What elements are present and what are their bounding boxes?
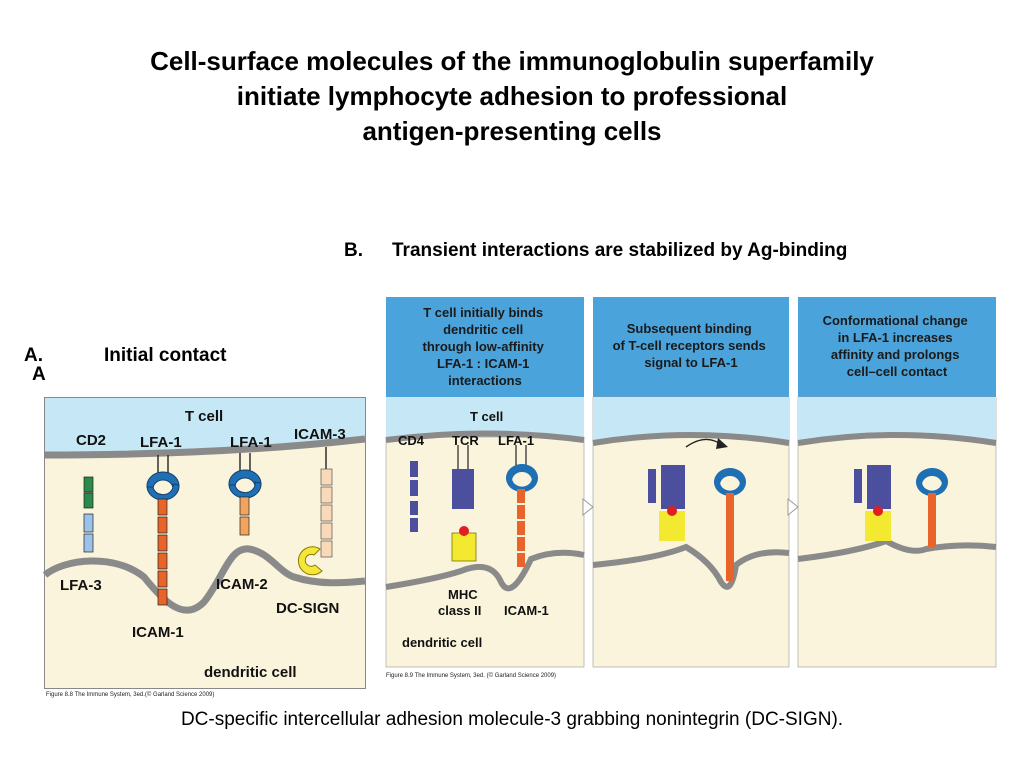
mhc-label-2: class II [438,603,481,618]
panel3-body [797,396,997,668]
cd2-label: CD2 [76,432,106,449]
panel2-body [592,396,790,668]
tcell-membrane-a [44,435,366,459]
icam3-label: ICAM-3 [294,426,346,443]
panel2-header [593,297,789,397]
lfa1-molecule-p2 [713,467,747,581]
figure-a-credit: Figure 8.8 The Immune System, 3ed.(© Gar… [46,691,214,698]
lfa1-molecule-right [228,453,262,499]
tcr-molecule-p1 [452,445,474,509]
panel2-header-text: Subsequent binding of T-cell receptors s… [613,321,770,370]
lfa1-label-b: LFA-1 [230,434,272,451]
transition-arrow-2 [787,497,799,517]
dendritic-label-a: dendritic cell [204,664,297,681]
panel3-header-line-3: affinity and prolongs [831,347,960,362]
figure-b-credit: Figure 8.9 The Immune System, 3ed. (© Ga… [386,672,556,679]
tcell-label-b: T cell [470,409,503,424]
panel3-header-text: Conformational change in LFA-1 increases… [823,313,972,379]
section-a-stray-letter: A [32,364,46,385]
lfa3-molecule [83,513,94,553]
panel2-header-line-2: of T-cell receptors sends [613,338,766,353]
panel1-header-line-1: T cell initially binds [423,305,543,320]
panel1-header-line-3: through low-affinity [423,339,545,354]
cd4-molecule-p1 [410,461,418,532]
figure-a-initial-contact: T cell CD2 LFA-1 LFA-1 ICAM-3 LFA-3 ICAM… [42,397,366,698]
dendritic-label-b: dendritic cell [402,635,482,650]
cd4-label: CD4 [398,433,425,448]
tcell-label-a: T cell [185,408,223,425]
mhc-label-1: MHC [448,587,478,602]
section-a-text: Initial contact [104,345,227,366]
title-line-2: initiate lymphocyte adhesion to professi… [236,81,788,111]
panel1-header [386,297,584,397]
tcell-region-a [45,398,365,457]
section-b-heading: B. Transient interactions are stabilized … [344,240,847,262]
dcsign-label: DC-SIGN [276,600,339,617]
panel3-header-line-4: cell–cell contact [847,364,948,379]
lfa1-molecule-p1 [505,445,539,493]
lfa1-molecule-left [146,455,180,501]
panel1-header-line-5: interactions [448,373,522,388]
panel1-header-line-4: LFA-1 : ICAM-1 [437,356,529,371]
section-b-text: Transient interactions are stabilized by… [392,240,848,261]
icam1-label-a: ICAM-1 [132,624,184,641]
icam1-molecule-p1 [517,489,525,567]
section-a-tag: A. [24,345,43,366]
icam2-molecule [239,496,250,536]
mhc-molecule-p1 [451,526,477,562]
panel3-header [798,297,996,397]
tcr-label: TCR [452,433,479,448]
icam1-molecule-a [157,498,168,606]
cd4-tcr-complex-p3 [854,465,891,541]
title-line-3: antigen-presenting cells [362,116,662,146]
icam1-label-b: ICAM-1 [504,603,549,618]
lfa3-label: LFA-3 [60,577,102,594]
icam2-label: ICAM-2 [216,576,268,593]
panel3-header-line-1: Conformational change [823,313,968,328]
panel1-header-text: T cell initially binds dendritic cell th… [423,305,548,388]
cd2-molecule [83,476,94,509]
figure-b-stabilization: T cell initially binds dendritic cell th… [385,297,997,679]
lfa1-molecule-p3 [915,467,949,547]
slide-title: Cell-surface molecules of the immunoglob… [80,44,944,149]
panel2-header-line-3: signal to LFA-1 [644,355,737,370]
dendritic-membrane-a [42,545,366,614]
icam3-molecule [320,447,333,558]
title-line-1: Cell-surface molecules of the immunoglob… [150,46,874,76]
cd4-tcr-complex-p2 [648,465,685,541]
section-a-heading: A. Initial contact [24,345,226,367]
lfa1-label-b: LFA-1 [498,433,534,448]
panel1-header-line-2: dendritic cell [443,322,523,337]
lfa1-label-a: LFA-1 [140,434,182,451]
panel1-dendritic-membrane [385,549,585,592]
panel2-header-line-1: Subsequent binding [627,321,752,336]
transition-arrow-1 [582,497,594,517]
dcsign-molecule [297,546,323,576]
panel3-header-line-2: in LFA-1 increases [838,330,953,345]
section-b-tag: B. [344,240,363,261]
slide-caption: DC-specific intercellular adhesion molec… [180,709,844,730]
